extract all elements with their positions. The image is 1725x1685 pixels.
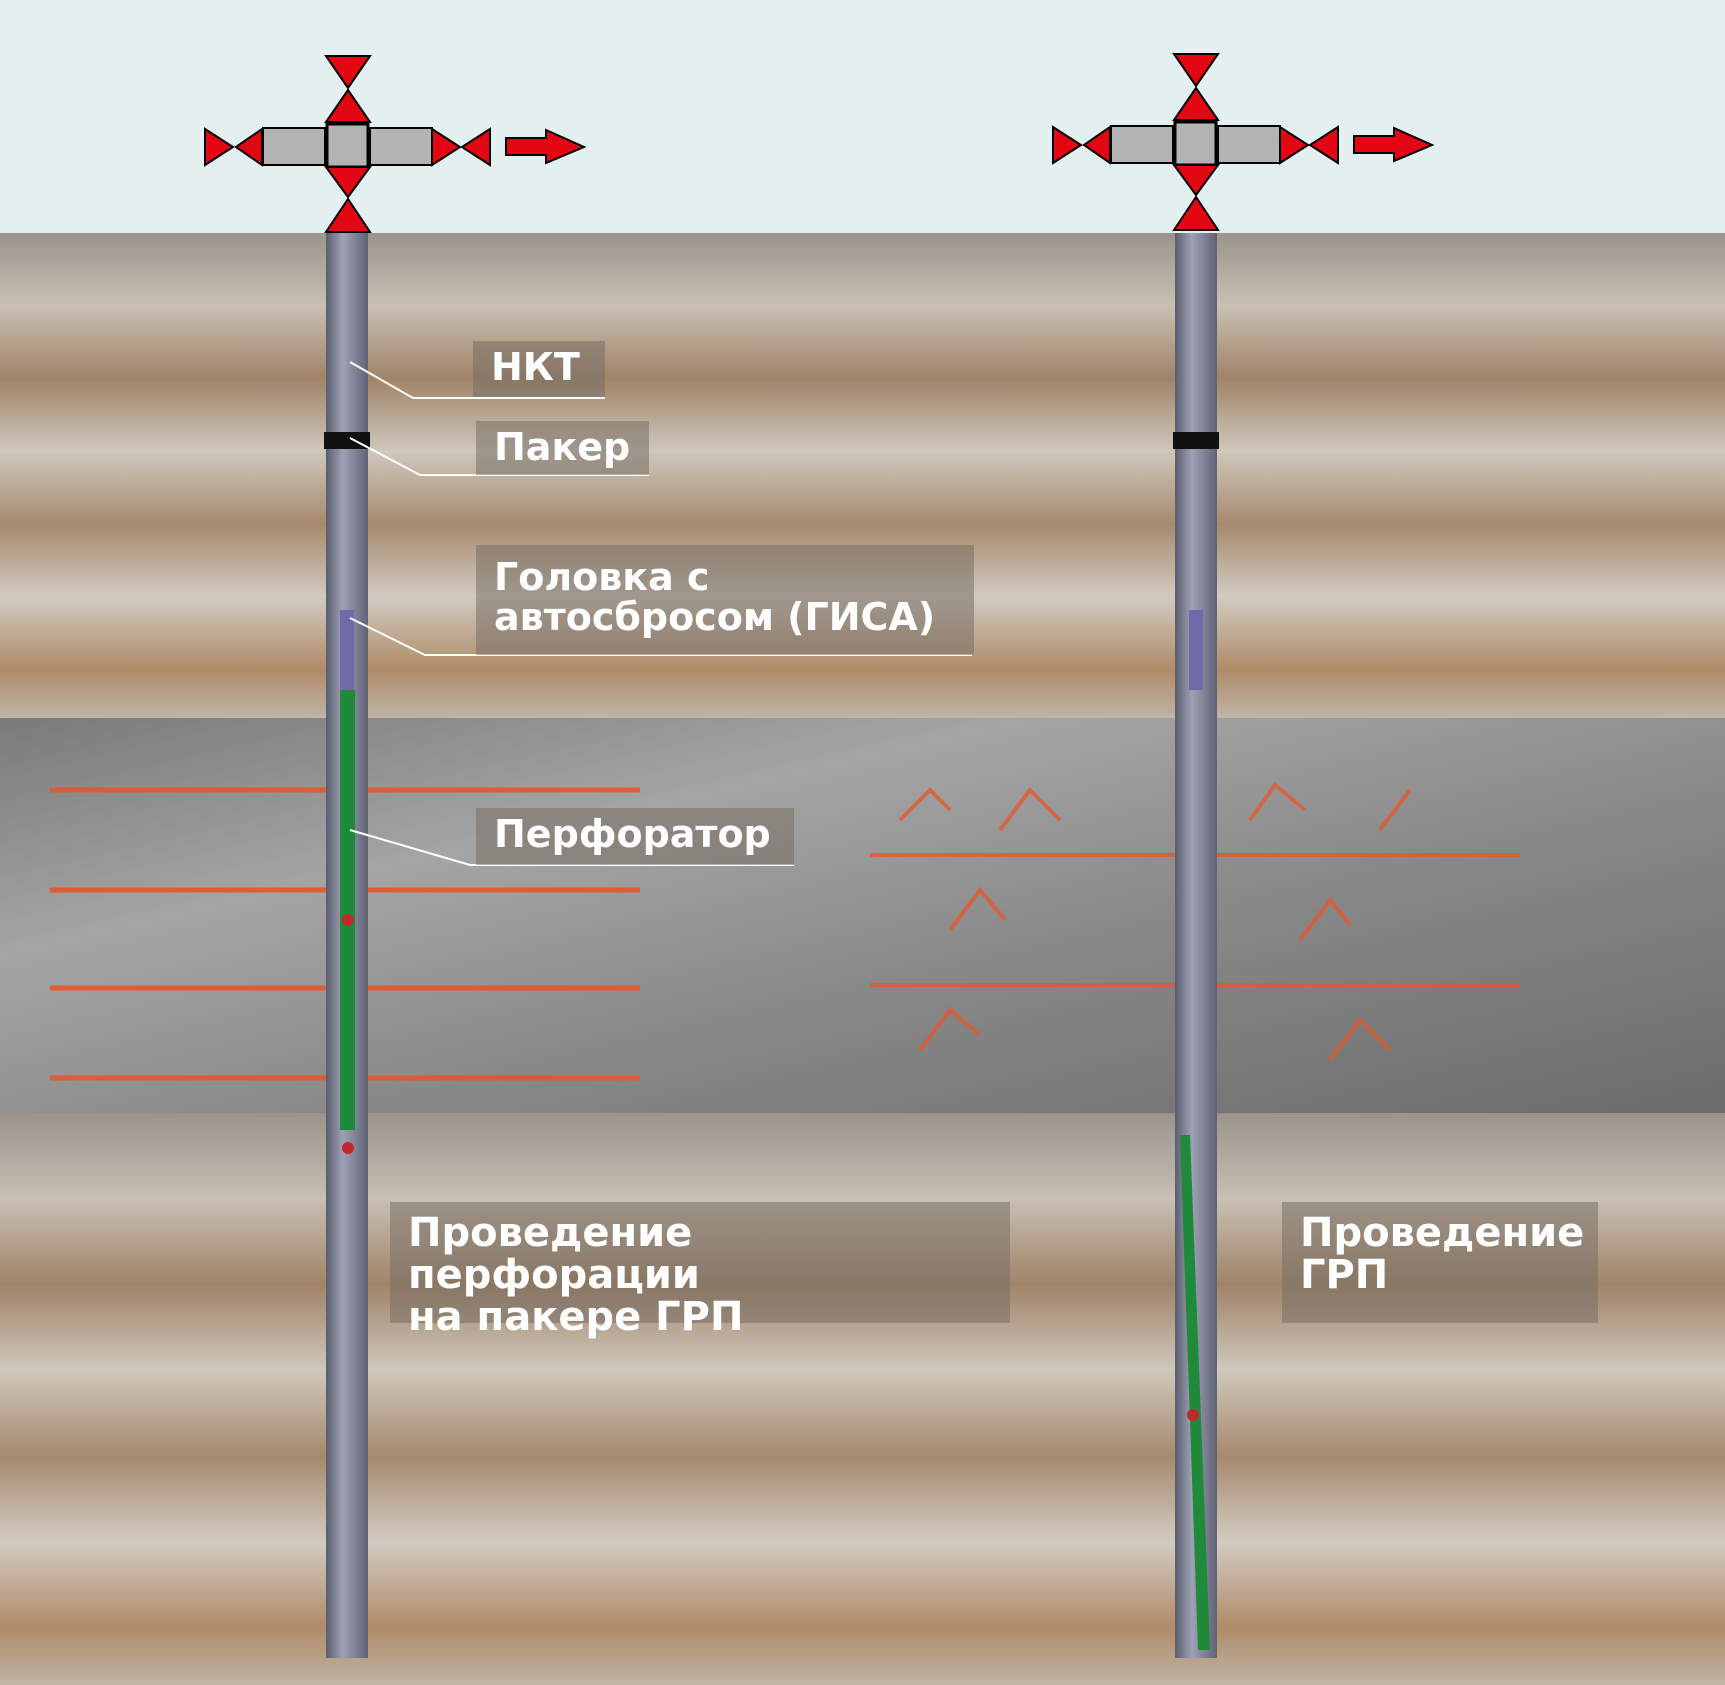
label-nkt: НКТ — [473, 341, 605, 397]
left-packer — [324, 432, 370, 449]
caption-left-line2: на пакере ГРП — [408, 1294, 744, 1340]
label-head-gisa: Головка с автосбросом (ГИСА) — [476, 545, 974, 655]
left-well — [324, 233, 370, 1658]
right-packer — [1173, 432, 1219, 449]
lower-sandstone-layer — [0, 1113, 1725, 1685]
label-perforator: Перфоратор — [476, 808, 794, 865]
fractured-reservoir-layer — [0, 718, 1725, 1113]
right-well — [1173, 233, 1219, 1658]
leader-lines — [349, 361, 972, 866]
caption-left: Проведение перфорации на пакере ГРП — [390, 1202, 1010, 1338]
right-dropped-perforator — [1180, 1135, 1210, 1650]
caption-right-line1: Проведение — [1300, 1210, 1585, 1256]
left-head-gisa — [340, 610, 354, 690]
label-head-line2: автосбросом (ГИСА) — [494, 595, 936, 639]
right-wellhead-icon — [1052, 53, 1435, 231]
caption-right: Проведение ГРП — [1282, 1202, 1598, 1323]
label-packer: Пакер — [476, 421, 649, 475]
caption-right-line2: ГРП — [1300, 1252, 1389, 1298]
left-perforator — [340, 690, 355, 1130]
caption-left-line1: Проведение перфорации — [408, 1210, 700, 1298]
left-wellhead-icon — [204, 55, 587, 233]
label-head-line1: Головка с — [494, 555, 710, 599]
